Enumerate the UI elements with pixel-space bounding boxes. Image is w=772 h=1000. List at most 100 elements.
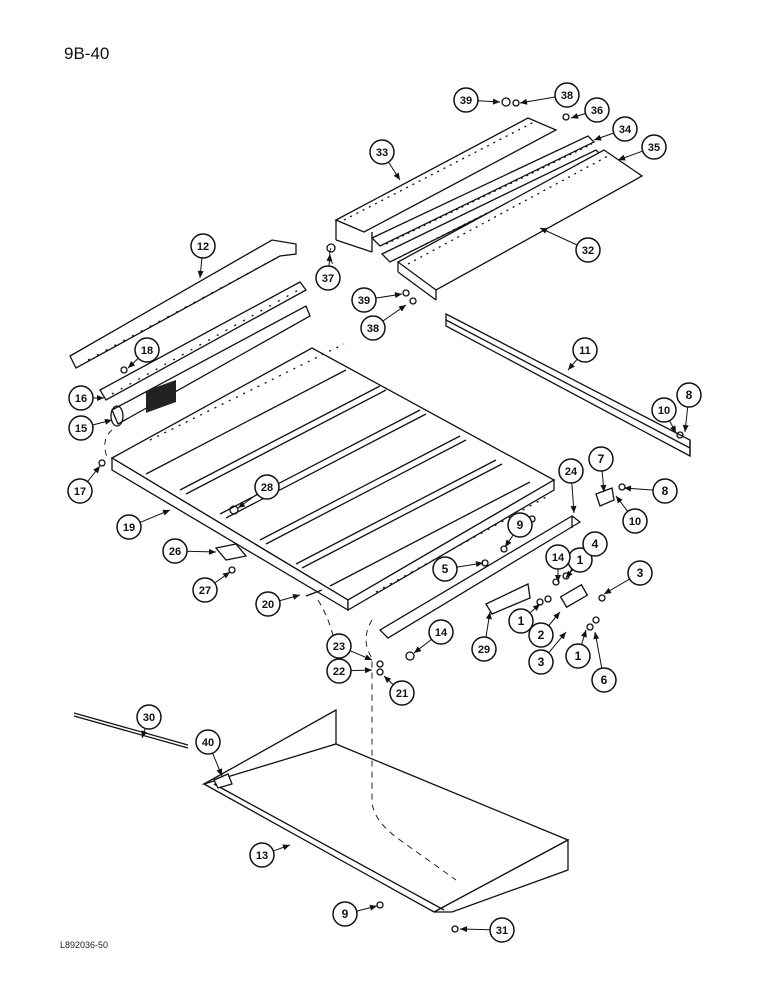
callout-34: 34 [612,116,638,142]
callout-number: 1 [518,614,525,628]
panel-32 [396,149,644,291]
callout-number: 18 [141,345,153,357]
leader-arrowhead [216,768,223,776]
callout-circle [545,544,571,570]
callout-circle [67,478,93,504]
callout-circle [116,514,142,540]
callout-circle [584,97,610,123]
callout-number: 29 [478,644,490,656]
callout-number: 30 [143,712,155,724]
leader-arrowhead [570,505,577,513]
leader-arrowhead [600,484,607,492]
callout-number: 14 [435,627,448,639]
callout-circle [255,591,281,617]
callout-2: 2 [528,622,554,648]
callout-33: 33 [369,139,395,165]
callout-3: 3 [627,560,653,586]
callout-circle [622,508,648,534]
callout-40: 40 [195,729,221,755]
callout-number: 33 [376,147,388,159]
callout-10: 10 [651,397,677,423]
callout-number: 26 [169,546,181,558]
callout-circle [190,233,216,259]
callout-circle [326,633,352,659]
callout-circle [192,577,218,603]
callout-circle [136,704,162,730]
callout-23: 23 [326,633,352,659]
bracket-40 [213,773,233,789]
leader-arrowhead [618,154,626,161]
callout-circle [162,538,188,564]
callout-circle [572,337,598,363]
callout-number: 20 [262,599,274,611]
rail-16 [99,281,307,401]
leader-arrowhead [624,485,632,492]
leader-arrowhead [394,292,402,299]
callout-1: 1 [565,643,591,669]
callout-39: 39 [351,287,377,313]
callout-number: 4 [592,537,599,551]
leader-arrowhead [566,570,573,578]
leader-arrowhead [593,632,600,640]
leader-arrowhead [540,228,548,234]
callout-circle [528,622,554,648]
callout-19: 19 [116,514,142,540]
callout-circle [369,139,395,165]
callout-30: 30 [136,704,162,730]
main-frame-19 [110,343,556,612]
callout-number: 2 [538,628,545,642]
rail-34 [370,135,596,247]
callout-7: 7 [588,446,614,472]
leader-arrowhead [162,509,170,516]
callout-10: 10 [622,508,648,534]
callout-number: 32 [582,245,594,257]
callout-circle [351,287,377,313]
callout-number: 14 [552,552,565,564]
callout-14: 14 [428,619,454,645]
callout-38: 38 [554,82,580,108]
leader-arrowhead [581,630,587,638]
callout-13: 13 [249,842,275,868]
leader-arrowhead [398,305,406,312]
linkage-assembly [376,487,615,676]
leader-arrowhead [555,575,561,582]
callout-8: 8 [652,478,678,504]
callout-number: 10 [658,405,670,417]
callout-circle [507,512,533,538]
bottom-tray-13 [201,708,570,933]
callout-number: 39 [460,95,472,107]
callout-1: 1 [567,547,593,573]
callout-number: 12 [197,241,209,253]
callout-35: 35 [641,134,667,160]
callout-circle [68,415,94,441]
right-rail-11 [445,312,691,458]
leader-arrowhead [475,561,483,568]
callout-12: 12 [190,233,216,259]
callout-circle [453,87,479,113]
callout-circle [528,649,554,675]
callout-circle [471,636,497,662]
callout-11: 11 [572,337,598,363]
leader-arrowhead [414,646,422,653]
callout-4: 4 [582,531,608,557]
callout-bubbles: 1112334567889910101112131414151617181920… [67,82,702,943]
callout-5: 5 [432,556,458,582]
callout-29: 29 [471,636,497,662]
callout-16: 16 [68,385,94,411]
callout-circle [68,385,94,411]
leader-arrowhead [559,632,566,640]
callout-number: 5 [442,562,449,576]
callout-number: 39 [358,295,370,307]
callout-number: 1 [577,553,584,567]
leader-arrowhead [93,466,100,474]
callout-8: 8 [676,382,702,408]
leader-arrowhead [485,612,492,620]
callout-number: 23 [333,641,345,653]
callout-9: 9 [332,901,358,927]
callout-17: 17 [67,478,93,504]
callout-circle [326,658,352,684]
leader-arrowhead [282,844,290,851]
callout-circle [652,478,678,504]
